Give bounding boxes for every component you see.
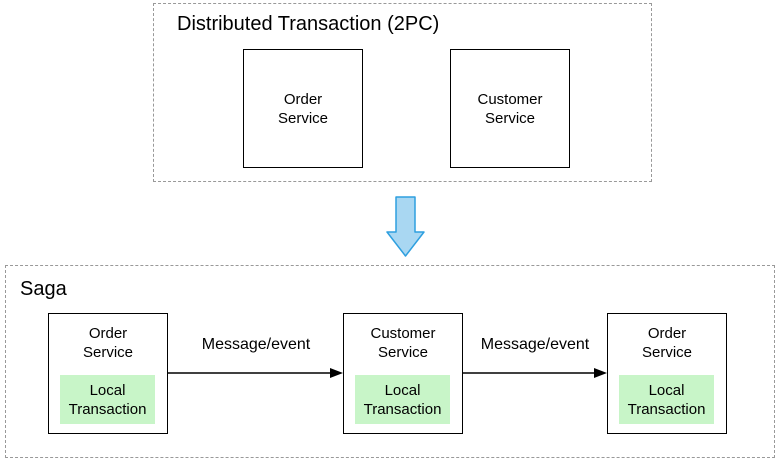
- local-transaction-label-1: Local Transaction: [68, 381, 147, 418]
- saga-title: Saga: [20, 278, 67, 300]
- local-transaction-label-3: Local Transaction: [627, 381, 706, 418]
- local-transaction-box-1: Local Transaction: [60, 375, 155, 424]
- distributed-transaction-title: Distributed Transaction (2PC): [177, 13, 440, 35]
- right-arrow-icon-2: [463, 368, 607, 378]
- saga-customer-service-label: Customer Service: [370, 325, 436, 361]
- customer-service-box: Customer Service: [450, 49, 570, 168]
- local-transaction-label-2: Local Transaction: [363, 381, 442, 418]
- message-event-label-1: Message/event: [201, 336, 311, 353]
- saga-customer-service-box: Customer Service Local Transaction: [343, 313, 463, 434]
- down-arrow-icon: [386, 196, 425, 257]
- saga-order-service-label-2: Order Service: [641, 325, 693, 361]
- right-arrow-icon-1: [168, 368, 343, 378]
- local-transaction-box-3: Local Transaction: [619, 375, 714, 424]
- distributed-transaction-container: Distributed Transaction (2PC) Order Serv…: [153, 3, 652, 182]
- order-service-box: Order Service: [243, 49, 363, 168]
- customer-service-label: Customer Service: [477, 90, 543, 127]
- local-transaction-box-2: Local Transaction: [355, 375, 450, 424]
- saga-order-service-label-1: Order Service: [82, 325, 134, 361]
- message-event-label-2: Message/event: [480, 336, 590, 353]
- saga-container: Saga: [5, 265, 775, 458]
- saga-order-service-box-1: Order Service Local Transaction: [48, 313, 168, 434]
- saga-order-service-box-2: Order Service Local Transaction: [607, 313, 727, 434]
- order-service-label: Order Service: [277, 90, 329, 127]
